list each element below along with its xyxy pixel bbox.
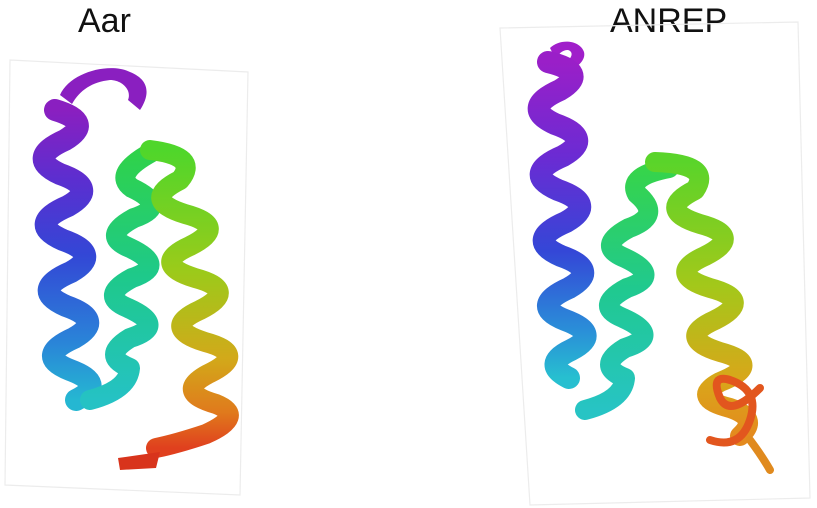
structure-panel-aar: Aar xyxy=(0,0,300,508)
protein-ribbon-anrep-icon xyxy=(480,0,817,508)
protein-ribbon-aar-icon xyxy=(0,0,300,508)
structure-panel-anrep: ANREP xyxy=(480,0,817,508)
